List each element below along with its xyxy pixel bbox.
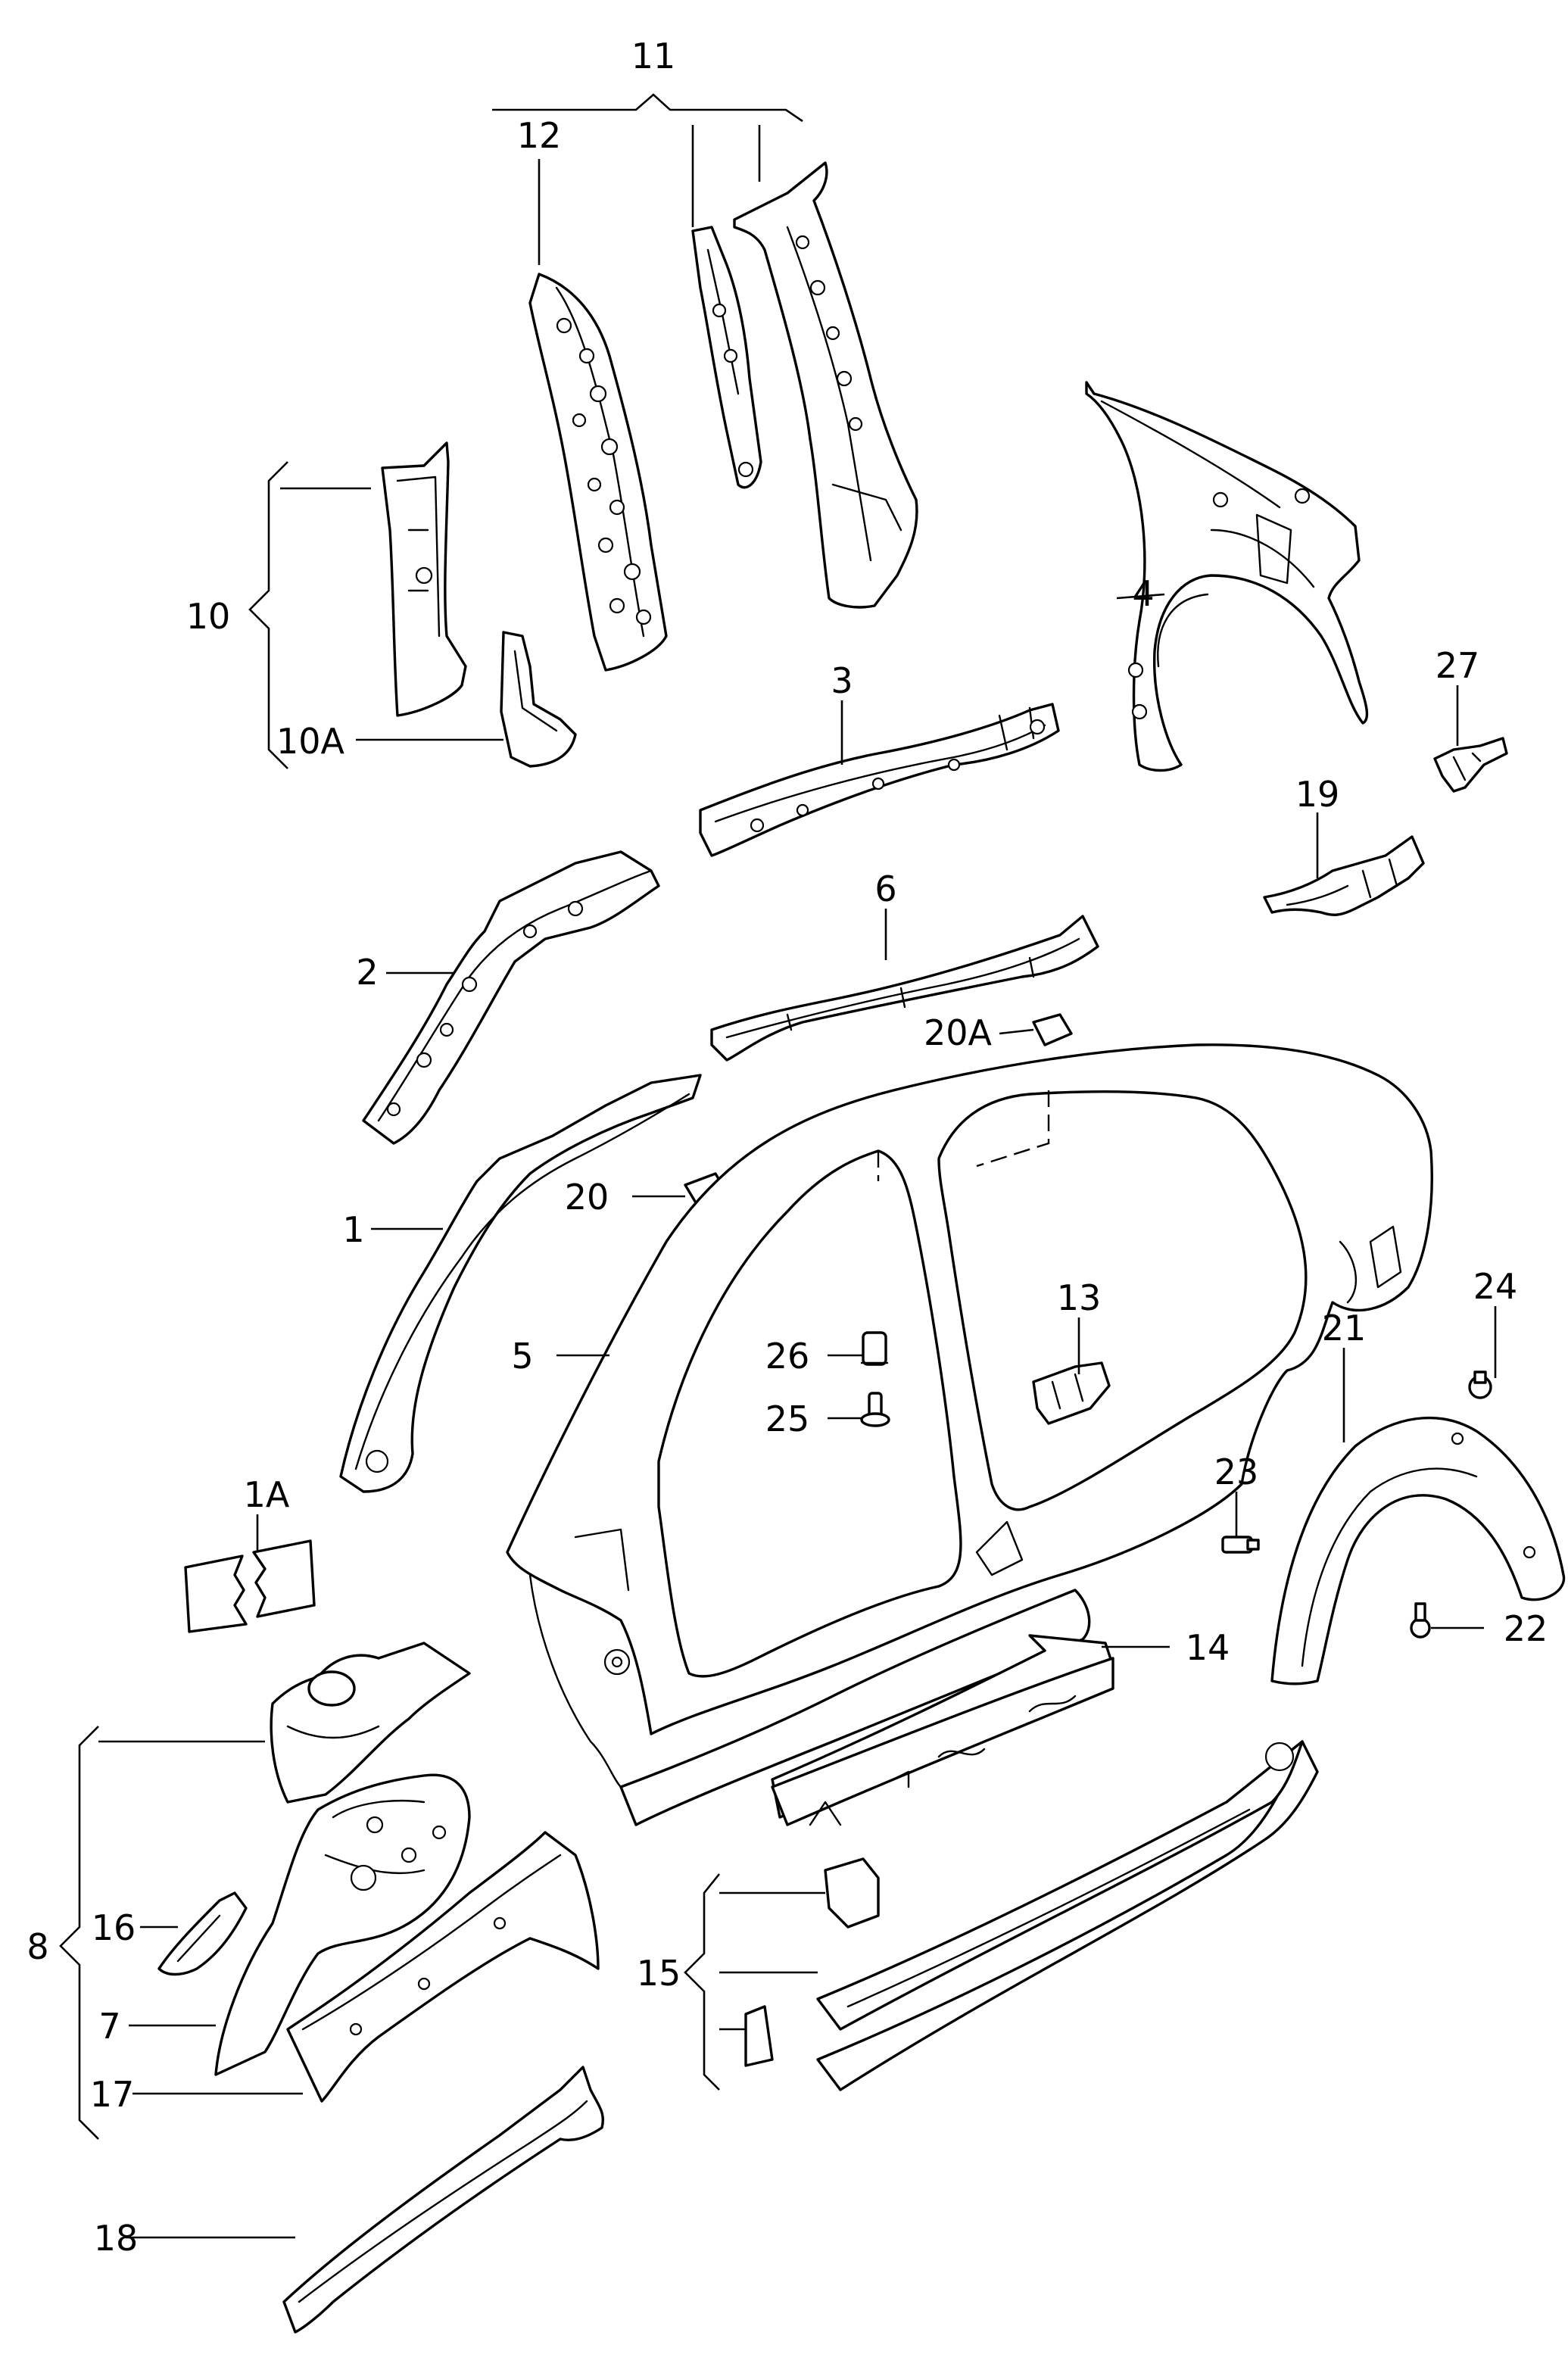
part-1a-patch xyxy=(184,1539,316,1633)
part-27-bracket xyxy=(1433,737,1508,793)
callout-19: 19 xyxy=(1295,774,1340,815)
part-15-bracket xyxy=(824,1857,880,1929)
part-15-patch xyxy=(744,2005,774,2067)
part-20a-clip xyxy=(1032,1013,1073,1046)
callout-16: 16 xyxy=(92,1907,136,1948)
part-21-wheel-housing-liner xyxy=(1270,1416,1566,1685)
callout-13: 13 xyxy=(1057,1277,1102,1318)
callout-7: 7 xyxy=(98,2006,120,2047)
part-1-a-pillar-outer xyxy=(339,1074,702,1493)
callout-22: 22 xyxy=(1504,1608,1548,1649)
callout-14: 14 xyxy=(1186,1627,1230,1668)
part-17-longitudinal-member xyxy=(286,1831,600,2103)
callout-15: 15 xyxy=(637,1953,681,1994)
part-12-b-pillar-reinforcement xyxy=(528,273,668,672)
part-11-b-pillar-inner-large xyxy=(733,161,918,609)
part-10a-a-pillar-bracket xyxy=(500,631,577,768)
callout-8: 8 xyxy=(26,1926,48,1967)
callout-3: 3 xyxy=(831,660,853,701)
part-18-sill-member xyxy=(282,2066,604,2334)
callout-26: 26 xyxy=(765,1336,810,1377)
part-22-screw xyxy=(1410,1602,1431,1639)
part-2-a-pillar-reinforcement xyxy=(362,850,660,1145)
part-7-wheelhouse-inner xyxy=(214,1773,471,2076)
part-25-bolt xyxy=(860,1392,890,1427)
callout-23: 23 xyxy=(1214,1452,1259,1492)
callout-4: 4 xyxy=(1132,573,1154,614)
part-4-wheelhouse-outer xyxy=(1085,381,1369,772)
part-16-bracket xyxy=(157,1891,248,1976)
part-12-holes xyxy=(556,317,652,625)
callout-1: 1 xyxy=(342,1209,364,1250)
callout-25: 25 xyxy=(765,1399,810,1439)
callout-21: 21 xyxy=(1322,1308,1367,1349)
callout-2: 2 xyxy=(356,952,378,993)
part-5-body-side-panel xyxy=(506,1043,1433,1826)
part-14-sill-reinforcement xyxy=(771,1634,1114,1826)
part-23-screw xyxy=(1221,1536,1260,1554)
part-24-screw xyxy=(1468,1370,1492,1399)
callout-17: 17 xyxy=(90,2074,135,2115)
part-19-bracket xyxy=(1263,835,1425,916)
callout-27: 27 xyxy=(1436,645,1480,686)
callout-12: 12 xyxy=(517,115,562,156)
part-11-b-pillar-inner-small xyxy=(691,226,762,489)
part-26-rivet-nut xyxy=(860,1331,889,1366)
part-6-roof-side-rail xyxy=(710,915,1099,1062)
callout-24: 24 xyxy=(1473,1266,1518,1307)
callout-11: 11 xyxy=(631,36,676,76)
callout-10: 10 xyxy=(186,596,231,637)
part-8-front-inner-panel xyxy=(270,1642,471,1804)
part-15-sill-panel xyxy=(816,1740,1319,2091)
part-3-roof-frame-rear xyxy=(699,703,1060,857)
callout-1a: 1A xyxy=(244,1474,290,1515)
callout-10a: 10A xyxy=(276,721,345,762)
callout-6: 6 xyxy=(874,868,896,909)
part-10-a-pillar-lower xyxy=(381,441,467,717)
callout-5: 5 xyxy=(511,1336,533,1377)
callout-20a: 20A xyxy=(924,1012,993,1053)
callout-20: 20 xyxy=(565,1177,609,1218)
callout-18: 18 xyxy=(94,2218,139,2259)
leader-lines xyxy=(59,93,1497,2239)
